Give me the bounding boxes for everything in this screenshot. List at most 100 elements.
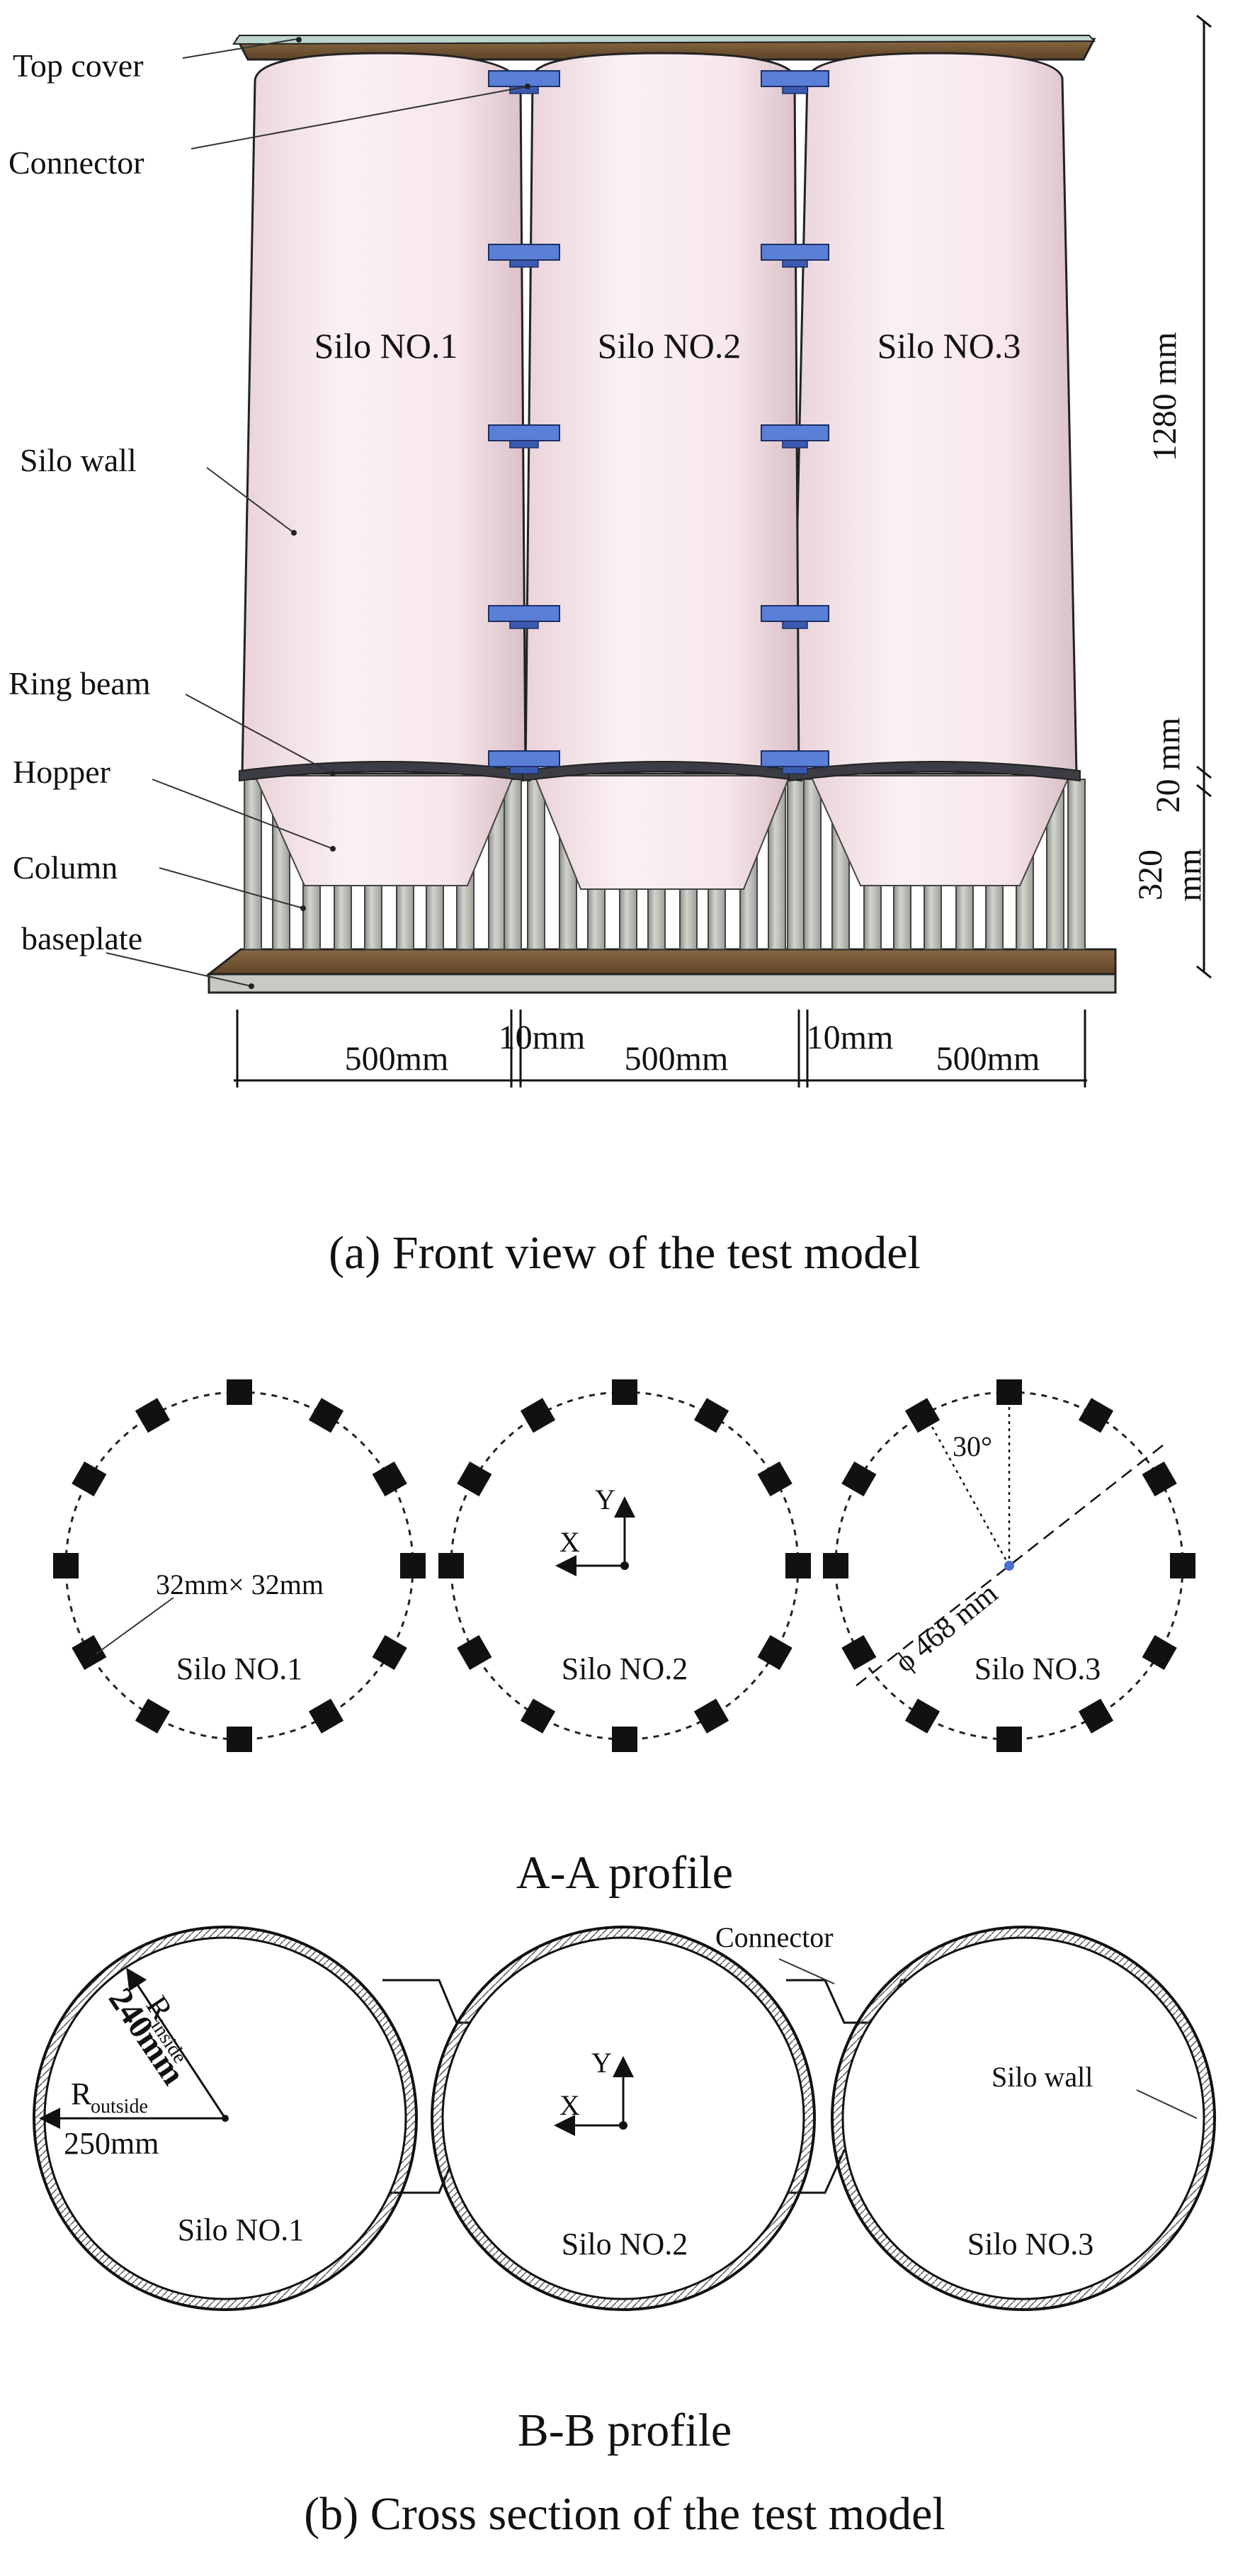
bb-wall-inner-silo-2 [441,1936,805,2300]
aa-column-square [1078,1398,1114,1433]
bb-wall-outer-silo-1 [33,1926,418,2311]
hoppers [254,775,1071,890]
connectors [488,70,829,774]
front-connector [761,70,829,87]
silo-body-1 [241,52,527,775]
silo-3-label: Silo NO.3 [877,326,1021,366]
aa-column-square [1170,1553,1195,1578]
aa-silo-3-label: Silo NO.3 [975,1651,1101,1686]
front-connector [761,424,829,441]
ring-beam-3 [788,761,1081,782]
ring-beams [239,761,1081,782]
top-cover-label: Top cover [13,47,144,84]
bb-wall-inner-silo-3 [841,1936,1205,2300]
aa-column-square [823,1553,848,1578]
aa-column-square [457,1461,492,1497]
aa-profile: 32mm× 32mm Y X 30° ϕ 468 mm Silo NO.1 Si… [53,1379,1195,1899]
front-connector-web [782,86,808,94]
front-column [527,779,545,950]
front-connector-web [509,440,539,448]
aa-column-square [227,1727,252,1752]
ring-beam-label: Ring beam [8,665,151,701]
ring-beam-1 [239,761,530,782]
column-size-leader [95,1597,174,1655]
front-column [244,779,262,950]
caption-a: (a) Front view of the test model [329,1227,921,1279]
aa-origin-dot [620,1561,629,1570]
silo-wall-label: Silo wall [20,442,137,478]
hopper-1 [254,775,515,886]
aa-column-square [372,1634,407,1671]
front-connector [488,750,560,767]
front-connector-web [782,766,808,774]
front-connector-web [509,259,539,268]
aa-column-square [72,1634,107,1671]
bb-radius-lines [39,1967,227,2129]
vertical-dimension [1196,14,1212,979]
aa-column-square [53,1553,79,1578]
aa-center-dot [1004,1561,1014,1571]
aa-column-square [841,1634,877,1671]
front-connector-web [509,766,539,774]
bb-axis-x: X [559,2089,580,2121]
baseplate [205,948,1117,976]
silo-body-2 [524,52,800,775]
aa-column-rings [53,1379,1195,1752]
dim-20: 20 mm [1149,718,1187,813]
aa-column-square [693,1398,729,1433]
top-cover-glass [232,35,1096,45]
dim-1280: 1280 mm [1146,332,1183,462]
front-connector [488,424,560,441]
dim-gap-1: 10mm [499,1019,586,1056]
aa-column-square [400,1553,426,1578]
bb-profile: R inside 240mm R outside 250mm Y X Conne… [33,1921,1216,2540]
bb-silo-wall-label: Silo wall [992,2061,1093,2093]
front-column [1067,779,1086,950]
bb-connector-label: Connector [715,1921,834,1953]
silo-bodies [241,52,1078,775]
ring-beam-2 [522,761,802,782]
dim-320-b: mm [1171,849,1208,902]
front-connector-web [782,259,808,268]
caption-b: (b) Cross section of the test model [304,2488,945,2540]
connector-label: Connector [8,145,144,181]
front-connector [761,750,829,767]
aa-column-square [1142,1461,1177,1497]
aa-silo-2-label: Silo NO.2 [562,1651,688,1686]
aa-column-square [612,1727,637,1752]
aa-column-square [135,1698,171,1734]
baseplate-label: baseplate [21,920,142,956]
front-connector-web [782,621,808,629]
dim-span-2: 500mm [625,1040,729,1078]
aa-column-square [757,1634,792,1671]
column-label: Column [13,849,118,886]
aa-column-square [693,1698,729,1734]
aa-column-square [308,1398,344,1433]
r-outside-sub: outside [91,2096,148,2118]
aa-column-square [227,1379,252,1405]
hopper-label: Hopper [13,754,110,790]
bb-wall-outer-silo-2 [431,1926,816,2311]
baseplate-edge [208,973,1117,994]
front-column [504,779,522,950]
aa-column-square [904,1698,941,1734]
aa-column-square [757,1461,792,1497]
aa-column-square [438,1553,464,1578]
aa-column-square [1078,1698,1114,1734]
aa-axis-x: X [559,1526,580,1558]
aa-column-square [1142,1634,1177,1671]
aa-column-square [841,1461,877,1497]
front-callouts [106,37,530,989]
aa-angle-lines [855,1382,1164,1687]
aa-column-square [135,1398,171,1433]
aa-axes [555,1496,635,1576]
hopper-2 [533,775,791,890]
front-connector-web [782,440,808,448]
dim-span-3: 500mm [936,1040,1040,1078]
aa-column-square [520,1398,556,1433]
bb-callouts [778,1958,1198,2119]
silo-1-label: Silo NO.1 [314,326,458,366]
bb-axis-y: Y [591,2047,612,2079]
aa-column-square [457,1634,492,1671]
